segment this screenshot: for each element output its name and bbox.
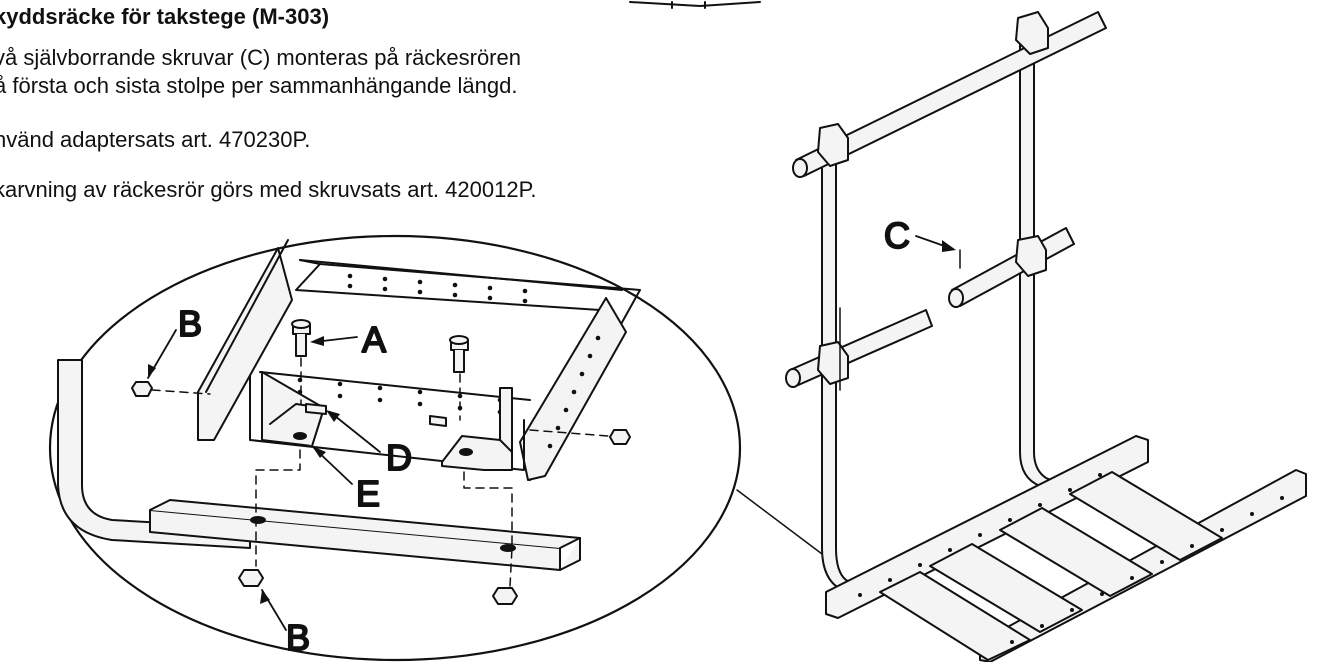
assembly-ladder bbox=[825, 435, 1307, 662]
callout-b-upper: B bbox=[178, 303, 202, 344]
callout-e: E bbox=[356, 473, 380, 514]
detail-ellipse bbox=[48, 234, 742, 662]
instruction-3: karvning av räckesrör görs med skruvsats… bbox=[0, 177, 537, 202]
detail-callout-arrowheads bbox=[148, 336, 340, 604]
detail-leader-line bbox=[736, 489, 831, 561]
callout-d: D bbox=[386, 437, 412, 478]
top-edge-detail bbox=[629, 1, 761, 9]
callout-b-lower: B bbox=[286, 617, 310, 658]
instruction-1: vå självborrande skruvar (C) monteras på… bbox=[0, 44, 521, 100]
callout-c: C bbox=[884, 215, 910, 256]
assembly-screws bbox=[839, 249, 961, 391]
detail-dashed-guides bbox=[151, 357, 609, 587]
detail-ladder bbox=[197, 239, 641, 481]
instruction-2: nvänd adaptersats art. 470230P. bbox=[0, 127, 311, 152]
assembly-callout-arrowhead bbox=[942, 240, 956, 252]
callout-a: A bbox=[362, 319, 386, 360]
detail-bottom-rail bbox=[149, 499, 581, 571]
detail-adapter-brackets bbox=[261, 371, 513, 471]
section-heading: kyddsräcke för takstege (M-303) bbox=[0, 4, 330, 29]
instruction-1-line-1: vå självborrande skruvar (C) monteras på… bbox=[0, 45, 521, 70]
callout-labels: B A D E B C bbox=[177, 214, 911, 659]
detail-bolts bbox=[291, 319, 469, 373]
assembly-rail-holes bbox=[858, 473, 1284, 644]
instruction-1-line-2: å första och sista stolpe per sammanhäng… bbox=[0, 73, 518, 98]
detail-hardware bbox=[131, 381, 631, 605]
